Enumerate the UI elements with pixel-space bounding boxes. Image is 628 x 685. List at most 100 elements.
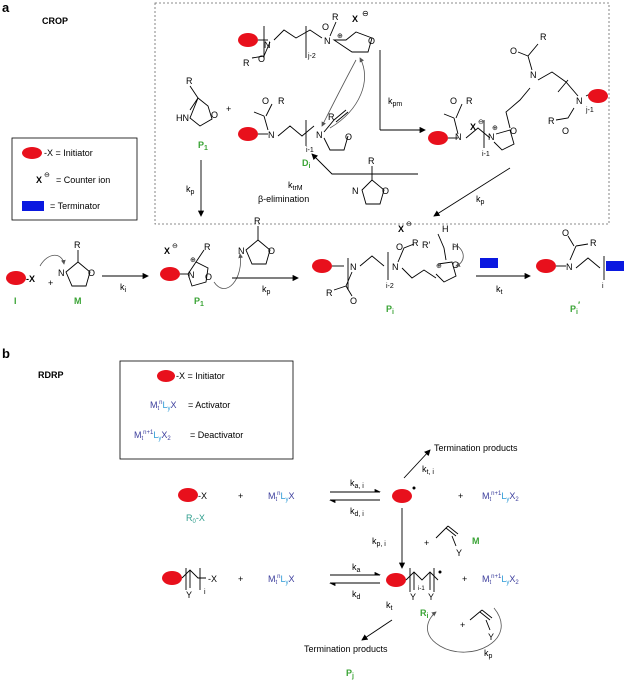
svg-text:O: O (350, 296, 357, 306)
svg-text:N: N (188, 270, 195, 280)
terminator-icon (22, 201, 44, 211)
svg-text:+: + (462, 574, 467, 584)
ktrm-label: ktrM (288, 180, 303, 192)
initiator-icon (238, 127, 258, 141)
arrow-ktrm (311, 153, 418, 175)
svg-text:N: N (350, 262, 357, 272)
ka-label: ka (352, 562, 361, 574)
curved-arrow-up (329, 57, 365, 129)
svg-text:O: O (345, 132, 352, 142)
svg-text:X: X (470, 122, 476, 132)
rdrp-legend: -X = Initiator MtnLyX = Activator Mtn+1L… (119, 360, 294, 460)
svg-text:R: R (332, 12, 339, 22)
termination-products-bottom: Termination products (304, 644, 388, 654)
svg-text:N: N (530, 70, 537, 80)
initiator-icon (157, 370, 175, 382)
initiator-icon (238, 33, 258, 47)
svg-text:j-1: j-1 (585, 107, 594, 114)
kt-i-label: kt, i (422, 464, 434, 476)
svg-text:+: + (460, 620, 465, 630)
svg-text:N: N (455, 132, 462, 142)
kt-b-label: kt (386, 600, 393, 612)
arrow-kp-right (433, 167, 511, 217)
p1-top-label: P1 (198, 140, 208, 152)
panel-a-letter: a (2, 0, 10, 15)
termination-products-top: Termination products (434, 443, 518, 453)
svg-text:X: X (164, 246, 170, 256)
activator-1: MtnLyX (268, 491, 295, 503)
panel-b-title: RDRP (38, 370, 64, 380)
svg-text:R: R (412, 238, 419, 248)
curved-arrow-p1 (213, 253, 244, 289)
svg-text:HN: HN (176, 113, 189, 123)
svg-text:i-1: i-1 (482, 151, 490, 158)
svg-text:⊕: ⊕ (492, 125, 498, 132)
curved-arrow-attack (39, 254, 66, 267)
kp-left-label: kp (186, 184, 195, 196)
svg-text:⊖: ⊖ (478, 119, 484, 126)
species-pi: N R O i-2 N R O ⊕ O H H R′ X ⊖ Pi (312, 221, 464, 316)
svg-text:-X: -X (26, 274, 35, 284)
svg-text:i-2: i-2 (386, 283, 394, 290)
svg-text:O: O (258, 54, 265, 64)
kd-label: kd (352, 589, 361, 601)
ka-i-label: ka, i (350, 478, 364, 490)
svg-text:R: R (278, 96, 285, 106)
terminator-icon (480, 258, 498, 268)
initiator-icon (22, 147, 42, 159)
legend-minus-icon: ⊖ (44, 172, 50, 179)
p1-mid-label: P1 (194, 296, 204, 308)
initiator-icon (536, 259, 556, 273)
species-p1-top: R HN O P1 + (176, 76, 231, 152)
kd-i-label: kd, i (350, 506, 364, 518)
svg-text:⊖: ⊖ (362, 9, 369, 18)
svg-text:⊕: ⊕ (436, 263, 442, 270)
svg-text:R: R (548, 116, 555, 126)
svg-text:⊖: ⊖ (406, 221, 412, 228)
vinyl-monomer (435, 525, 459, 547)
svg-text:O: O (205, 272, 212, 282)
svg-text:Y: Y (410, 592, 416, 602)
beta-elimination-label: β-elimination (258, 194, 309, 204)
svg-text:R: R (328, 112, 335, 122)
svg-text:+: + (238, 491, 243, 501)
svg-text:H: H (442, 224, 449, 234)
svg-text:O: O (396, 242, 403, 252)
arrow-kt-i (403, 449, 431, 479)
species-i: -X I (6, 254, 66, 306)
arrow-kt-b (361, 619, 393, 641)
legend-counter-ion-symbol: X (36, 175, 42, 185)
svg-text:+: + (458, 491, 463, 501)
vinyl-monomer-loop (469, 609, 493, 631)
deactivator-formula: Mtn+1LyX2 (134, 430, 171, 442)
svg-text:⊖: ⊖ (172, 243, 178, 250)
curved-arrow-pi (453, 243, 464, 267)
svg-text:Y: Y (488, 632, 494, 642)
species-di: O R N i-1 N O R Di (238, 96, 352, 170)
species-p1-mid: N ⊕ O R X ⊖ P1 (160, 242, 212, 308)
svg-text:O: O (368, 36, 375, 46)
activator-formula: MtnLyX (150, 400, 177, 412)
svg-text:O: O (562, 126, 569, 136)
svg-text:+: + (238, 574, 243, 584)
svg-text:i-1: i-1 (418, 586, 425, 592)
svg-text:O: O (450, 96, 457, 106)
svg-text:N: N (58, 268, 65, 278)
radical-dot (412, 486, 416, 490)
legend-counter-ion: = Counter ion (56, 175, 110, 185)
legend-deactivator: = Deactivator (190, 430, 243, 440)
svg-text:N: N (324, 36, 331, 46)
svg-text:X: X (398, 224, 404, 234)
species-m: R N O M (58, 240, 95, 306)
svg-text:i: i (602, 283, 604, 290)
kp-right-label: kp (476, 194, 485, 206)
monomer-m-label: M (472, 536, 480, 546)
svg-text:+: + (48, 278, 53, 288)
crop-legend: -X = Initiator X ⊖ = Counter ion = Termi… (11, 137, 138, 221)
legend-initiator: -X = Initiator (44, 148, 93, 158)
svg-text:R: R (243, 58, 250, 68)
svg-text:O: O (322, 22, 329, 32)
svg-text:R: R (74, 240, 81, 250)
species-pi-prime: N O R i Pi′ (536, 228, 624, 316)
